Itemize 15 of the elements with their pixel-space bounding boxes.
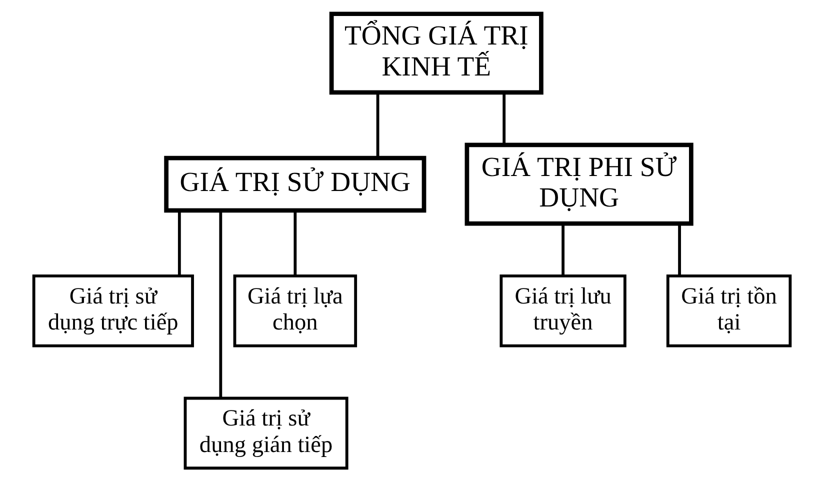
node-box: Giá trị sử dụng trực tiếp xyxy=(32,274,194,348)
node-box: Giá trị lưu truyền xyxy=(499,274,626,348)
connector xyxy=(218,210,222,398)
node-box: TỔNG GIÁ TRỊ KINH TẾ xyxy=(328,12,543,95)
connector xyxy=(561,224,564,276)
node-box: Giá trị tồn tại xyxy=(666,274,792,348)
connector xyxy=(293,210,296,276)
node-box: GIÁ TRỊ SỬ DỤNG xyxy=(164,156,426,213)
node-box: Giá trị sử dụng gián tiếp xyxy=(183,396,348,470)
connector xyxy=(177,210,180,276)
node-box: Giá trị lựa chọn xyxy=(232,274,357,348)
node-box: GIÁ TRỊ PHI SỬ DỤNG xyxy=(464,142,693,226)
connector xyxy=(678,224,680,276)
connector xyxy=(502,92,506,144)
connector xyxy=(376,92,379,158)
